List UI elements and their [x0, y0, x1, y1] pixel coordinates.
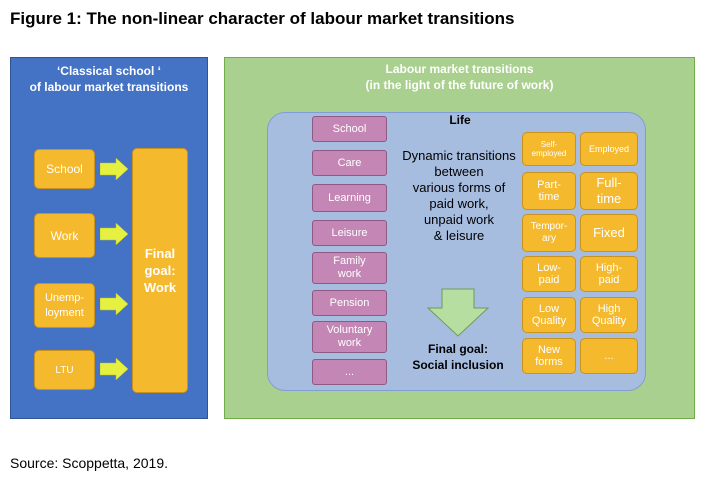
- classical-item-unemployment: Unemp- loyment: [34, 283, 95, 328]
- arrow-right-icon: [100, 357, 129, 381]
- work-form-self-employed: Self- employed: [522, 132, 576, 166]
- social-goal-line2: Social inclusion: [412, 358, 504, 372]
- classical-item-ltu: LTU: [34, 350, 95, 390]
- classical-item-work: Work: [34, 213, 95, 258]
- work-form-fixed: Fixed: [580, 214, 638, 252]
- classical-heading: ‘Classical school ‘ of labour market tra…: [11, 63, 207, 95]
- work-form-new-forms: New forms: [522, 338, 576, 374]
- center-text-line2: between: [434, 164, 484, 179]
- purple-item-family-work: Family work: [312, 252, 387, 284]
- transitions-heading-line2: (in the light of the future of work): [365, 78, 554, 92]
- classical-school-panel: ‘Classical school ‘ of labour market tra…: [10, 57, 208, 419]
- purple-item-leisure: Leisure: [312, 220, 387, 246]
- arrow-right-icon: [100, 292, 129, 316]
- work-form-high-paid: High- paid: [580, 256, 638, 292]
- life-label: Life: [449, 113, 471, 127]
- work-form-low-paid: Low- paid: [522, 256, 576, 292]
- classical-heading-line1: ‘Classical school ‘: [56, 64, 162, 78]
- purple-item-care: Care: [312, 150, 387, 176]
- center-text-line1: Dynamic transitions: [402, 148, 516, 163]
- classical-item-school: School: [34, 149, 95, 189]
- classical-arrows: [100, 158, 129, 381]
- purple-item-school: School: [312, 116, 387, 142]
- work-form-employed: Employed: [580, 132, 638, 166]
- classical-final-goal-line2: goal:: [144, 263, 176, 278]
- center-text-line5: unpaid work: [423, 212, 495, 227]
- center-text-line3: various forms of: [412, 180, 506, 195]
- work-form-full-time: Full- time: [580, 172, 638, 210]
- classical-final-goal: Final goal: Work: [132, 148, 188, 393]
- purple-item-pension: Pension: [312, 290, 387, 316]
- classical-final-goal-line3: Work: [143, 280, 177, 295]
- work-form-high-quality: High Quality: [580, 297, 638, 333]
- down-arrow-icon: [426, 288, 490, 337]
- dynamic-transitions-text: Dynamic transitions between various form…: [396, 148, 522, 244]
- center-text-line6: & leisure: [433, 228, 485, 243]
- source-note: Source: Scoppetta, 2019.: [10, 455, 168, 471]
- social-goal-line1: Final goal:: [428, 342, 488, 356]
- work-form-part-time: Part- time: [522, 172, 576, 210]
- arrow-right-icon: [100, 222, 129, 246]
- purple-item-more: ...: [312, 359, 387, 385]
- center-text-line4: paid work,: [429, 196, 489, 211]
- work-form-more: ...: [580, 338, 638, 374]
- work-form-temporary: Tempor- ary: [522, 214, 576, 252]
- classical-heading-line2: of labour market transitions: [29, 80, 189, 94]
- figure-title: Figure 1: The non-linear character of la…: [10, 9, 515, 28]
- transitions-heading: Labour market transitions (in the light …: [225, 61, 694, 93]
- purple-item-voluntary-work: Voluntary work: [312, 321, 387, 353]
- purple-item-learning: Learning: [312, 184, 387, 212]
- social-inclusion-goal: Final goal: Social inclusion: [401, 341, 515, 373]
- arrow-right-icon: [100, 158, 129, 181]
- transitions-heading-line1: Labour market transitions: [385, 62, 534, 76]
- work-form-low-quality: Low Quality: [522, 297, 576, 333]
- classical-final-goal-line1: Final: [144, 246, 176, 261]
